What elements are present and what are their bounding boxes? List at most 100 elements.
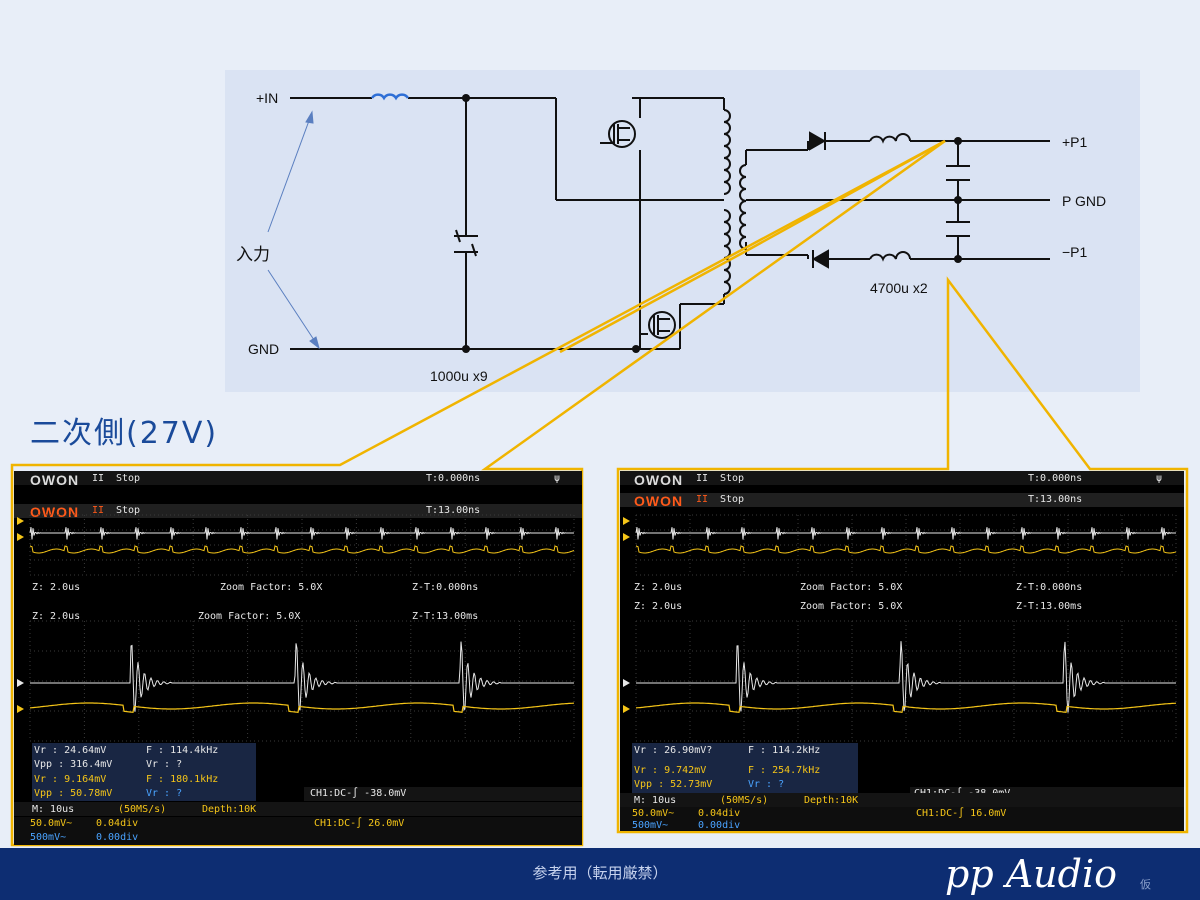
ch1-position: 0.04div [96, 818, 139, 829]
oscilloscope-screen-left: OWON II Stop T:0.000ns ψ OWON II Stop T:… [14, 471, 582, 845]
mosfet-icon [608, 120, 676, 339]
schematic-background [225, 70, 1140, 392]
trigger-info: CH1:DC-∫ -38.0mV [310, 788, 407, 799]
pause-icon: II [92, 473, 105, 484]
zoom-z: Z: 2.0us [32, 582, 81, 593]
label-out-plus: +P1 [1062, 134, 1088, 150]
label-out-minus: −P1 [1062, 244, 1088, 260]
label-out-gnd: P GND [1062, 193, 1107, 209]
memory-depth: Depth:10K [804, 795, 859, 806]
brand-logo: OWON [30, 472, 80, 488]
zoom-trace-ch1 [635, 702, 1177, 713]
footer-bar: 参考用（転用厳禁） pp Audio 仮 [0, 848, 1200, 900]
oscilloscope-screen-right: OWON II Stop T:0.000ns ψ OWON II Stop T:… [620, 471, 1184, 831]
channel-bar [620, 807, 1184, 831]
run-status: Stop [720, 473, 745, 484]
output-inductor-bottom-icon [869, 251, 911, 262]
meas-vr-ch1: Vr : 9.742mV [634, 765, 707, 776]
input-arrow-icon [267, 110, 320, 350]
section-title: 二次側(27V) [30, 416, 219, 451]
pause-icon-overlay: II [696, 494, 709, 505]
channel-marker-icon [623, 517, 630, 525]
channel-marker-icon [623, 679, 630, 687]
zoom-zt: Z-T:0.000ns [412, 582, 479, 593]
measurement-panel [32, 743, 256, 801]
meas-vpp-ch2: Vpp : 316.4mV [34, 759, 113, 770]
brand-logo-overlay: OWON [634, 493, 684, 509]
scope-overlay-bar [620, 493, 1184, 507]
ch2-scale: 500mV~ [632, 820, 669, 831]
channel-marker-icon [17, 517, 24, 525]
page-marker: 仮 [1140, 878, 1151, 891]
overview-trace-ch1 [635, 545, 1177, 554]
scope-overlay-bar [14, 504, 582, 518]
zoom-z-overlay: Z: 2.0us [32, 611, 81, 622]
zoom-factor: Zoom Factor: 5.0X [220, 582, 323, 593]
zoom-z-overlay: Z: 2.0us [634, 601, 683, 612]
footer-notice: 参考用（転用厳禁） [532, 864, 668, 882]
output-inductor-top-icon [869, 133, 911, 144]
brand-logo-pp-audio: pp Audio [945, 852, 1118, 896]
ch2-position: 0.00div [96, 832, 139, 843]
diode-icon [809, 131, 829, 269]
zoom-factor-overlay: Zoom Factor: 5.0X [800, 601, 903, 612]
output-capacitor-icon [946, 165, 970, 237]
callout-outline [10, 139, 1189, 847]
zoom-zt-overlay: Z-T:13.00ms [412, 611, 479, 622]
scope-top-bar [14, 471, 582, 485]
brand-logo-overlay: OWON [30, 504, 80, 520]
memory-depth: Depth:10K [202, 804, 257, 815]
meas-vr-ch1: Vr : 9.164mV [34, 774, 107, 785]
zoom-trace-ch1 [29, 702, 574, 714]
scope-traces [623, 514, 1177, 742]
usb-icon: ψ [1156, 473, 1163, 484]
ch2-scale: 500mV~ [30, 832, 67, 843]
meas-vr-ch2: Vr : 26.90mV? [634, 745, 713, 756]
zoom-factor-overlay: Zoom Factor: 5.0X [198, 611, 301, 622]
meas-vr-ch2: Vr : 24.64mV [34, 745, 107, 756]
run-status-overlay: Stop [720, 494, 745, 505]
channel-marker-icon [17, 533, 24, 541]
ch1-position: 0.04div [698, 808, 741, 819]
overview-trace-ch2 [29, 527, 574, 540]
zoom-factor: Zoom Factor: 5.0X [800, 582, 903, 593]
meas-f-ch1: F : 180.1kHz [146, 774, 219, 785]
trigger-info-ch1: CH1:DC-∫ 26.0mV [314, 818, 405, 829]
input-capacitor-icon [454, 229, 478, 257]
channel-bar [14, 817, 582, 845]
pause-icon: II [696, 473, 709, 484]
zoom-trace-ch2 [30, 641, 574, 712]
zoom-zt-overlay: Z-T:13.00ms [1016, 601, 1083, 612]
overview-trace-ch2 [635, 527, 1176, 540]
meas-f-ch1: F : 254.7kHz [748, 765, 821, 776]
meas-vr2-ch1: Vr : ? [146, 788, 183, 799]
sample-rate: (50MS/s) [720, 795, 769, 806]
trigger-bar [304, 787, 582, 801]
brand-logo: OWON [634, 472, 684, 488]
ch1-scale: 50.0mV~ [632, 808, 675, 819]
run-status: Stop [116, 473, 141, 484]
meas-vpp-ch1: Vpp : 52.73mV [634, 779, 713, 790]
overlay-time: T:13.00ns [1028, 494, 1083, 505]
sample-rate: (50MS/s) [118, 804, 167, 815]
zoom-zt: Z-T:0.000ns [1016, 582, 1083, 593]
channel-marker-icon [623, 705, 630, 713]
measurement-panel [632, 743, 858, 793]
transformer-icon [723, 109, 747, 295]
meas-vr2-ch1: Vr : ? [748, 779, 785, 790]
meas-vpp-ch1: Vpp : 50.78mV [34, 788, 113, 799]
overlay-time: T:13.00ns [426, 505, 481, 516]
trigger-time: T:0.000ns [426, 473, 481, 484]
zoom-trace-ch2 [636, 641, 1176, 713]
timebase: M: 10us [634, 795, 677, 806]
meas-vr2-ch2: Vr : ? [146, 759, 183, 770]
pause-icon-overlay: II [92, 505, 105, 516]
circuit-nodes [462, 94, 962, 353]
trigger-info-ch1: CH1:DC-∫ 16.0mV [916, 808, 1007, 819]
meas-f-ch2: F : 114.4kHz [146, 745, 219, 756]
input-inductor-icon [370, 93, 410, 101]
channel-marker-icon [17, 679, 24, 687]
zoom-z: Z: 2.0us [634, 582, 683, 593]
